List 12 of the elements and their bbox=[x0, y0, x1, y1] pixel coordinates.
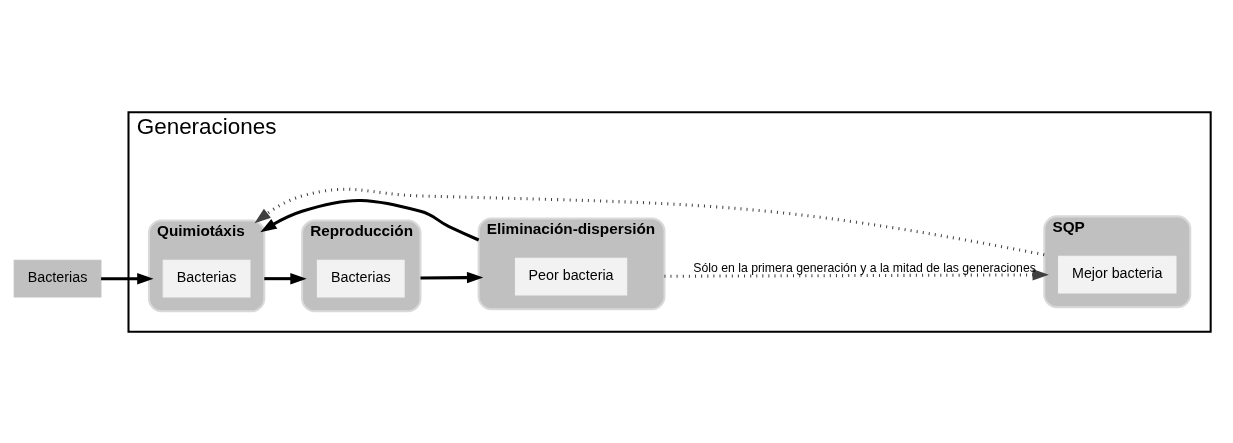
edge-label: Sólo en la primera generación y a la mitad de las generaciones bbox=[693, 260, 1036, 275]
arrow bbox=[264, 272, 307, 284]
node-box: Mejor bacteria bbox=[1058, 255, 1177, 293]
arrow bbox=[664, 268, 1049, 281]
node-box: Bacterias bbox=[316, 259, 405, 298]
node-box: Bacterias bbox=[13, 259, 102, 298]
node-box: Bacterias bbox=[162, 259, 251, 298]
node-box: Peor bacteria bbox=[514, 257, 628, 295]
arrow bbox=[101, 272, 154, 284]
arrow bbox=[254, 187, 1045, 256]
arrow bbox=[420, 271, 484, 283]
arrow bbox=[260, 198, 480, 241]
